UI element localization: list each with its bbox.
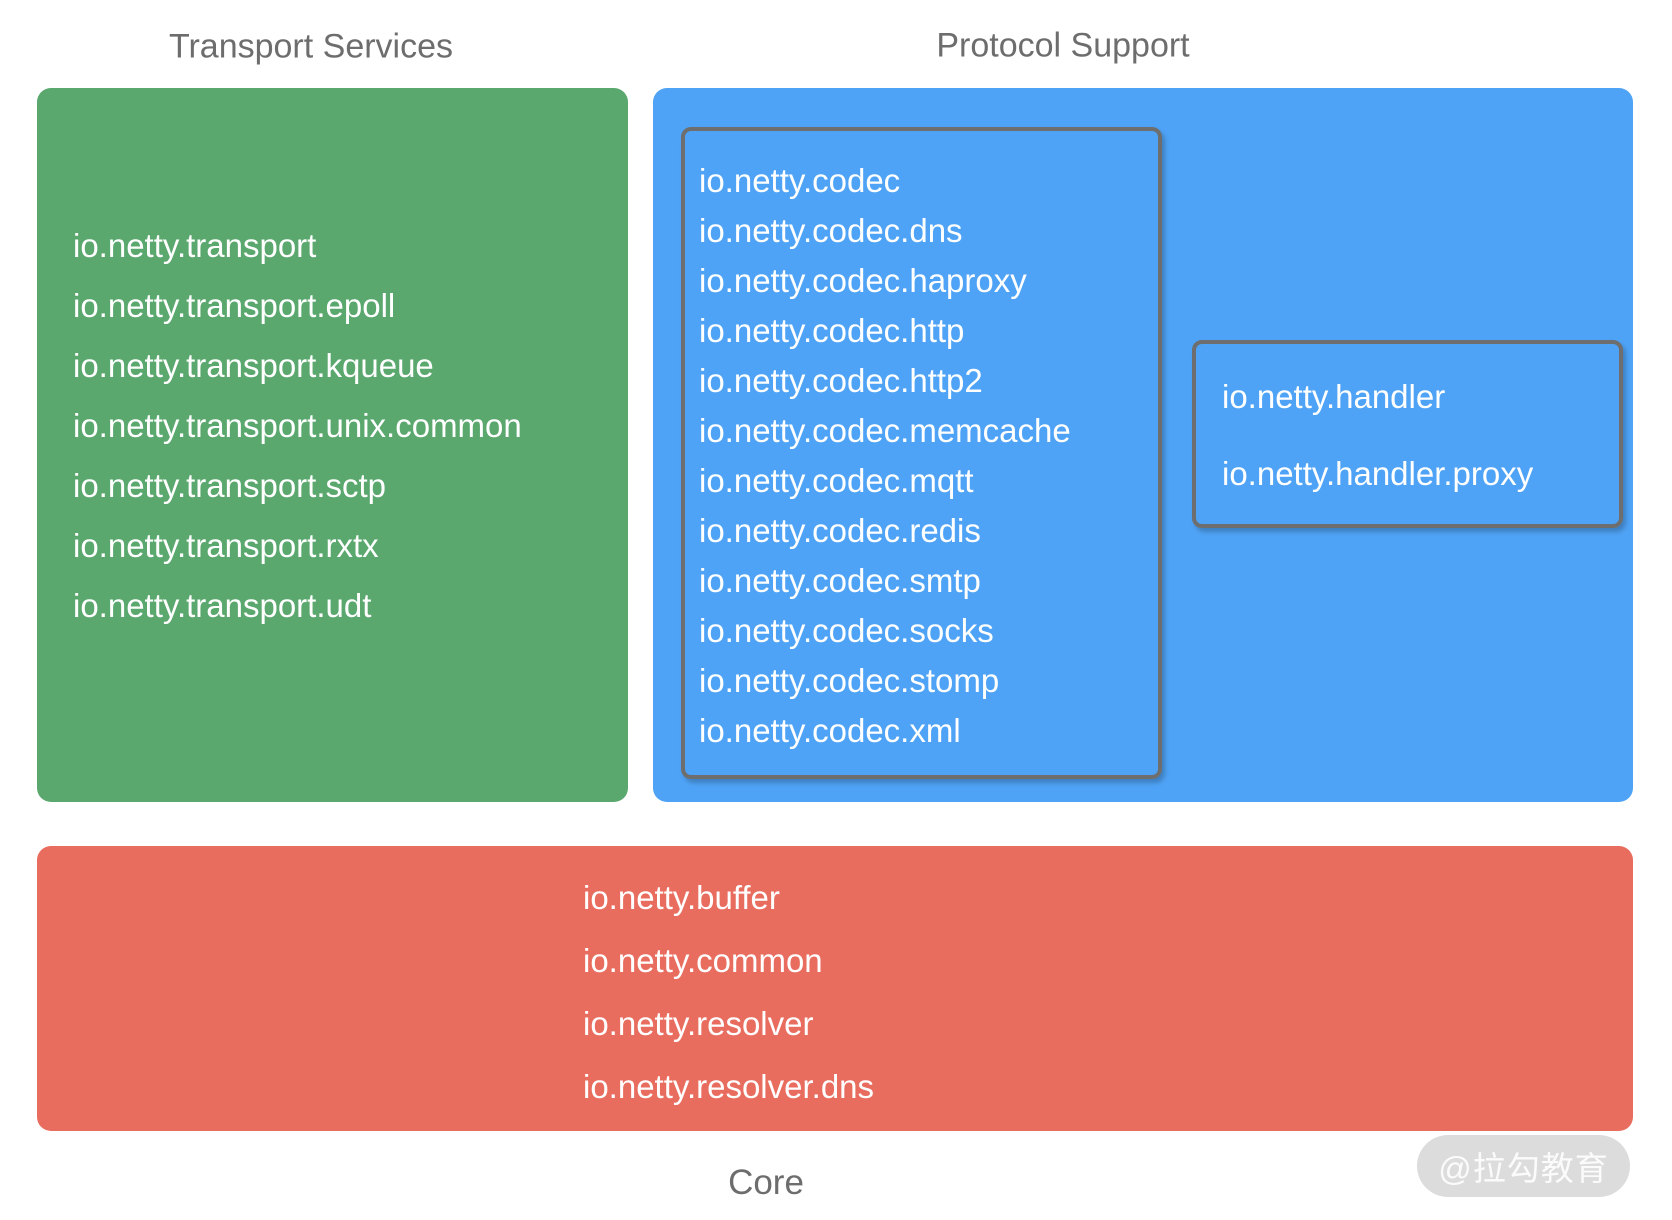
transport-services-title: Transport Services (168, 27, 454, 66)
core-package-list: io.netty.buffer io.netty.common io.netty.r… (37, 846, 1633, 1118)
package-item: io.netty.codec.http2 (699, 362, 983, 399)
package-item: io.netty.buffer (583, 879, 780, 916)
package-item: io.netty.resolver.dns (583, 1068, 875, 1105)
codec-package-list: io.netty.codec io.netty.codec.dns io.netty… (685, 131, 1158, 756)
protocol-support-title: Protocol Support (936, 26, 1190, 65)
package-item: io.netty.codec.mqtt (699, 462, 974, 499)
core-box: io.netty.buffer io.netty.common io.netty.r… (37, 846, 1633, 1131)
package-item: io.netty.transport.kqueue (73, 347, 434, 384)
package-item: io.netty.handler (1222, 378, 1446, 415)
package-item: io.netty.codec.memcache (699, 412, 1071, 449)
codec-packages-box: io.netty.codec io.netty.codec.dns io.netty… (681, 127, 1162, 779)
package-item: io.netty.codec.xml (699, 712, 961, 749)
package-item: io.netty.transport.epoll (73, 287, 396, 324)
handler-packages-box: io.netty.handler io.netty.handler.proxy (1192, 340, 1623, 528)
watermark-badge: @拉勾教育 (1417, 1135, 1630, 1197)
package-item: io.netty.transport.udt (73, 587, 372, 624)
package-item: io.netty.codec.stomp (699, 662, 1000, 699)
core-title: Core (728, 1163, 804, 1202)
handler-package-list: io.netty.handler io.netty.handler.proxy (1196, 344, 1619, 512)
package-item: io.netty.codec.smtp (699, 562, 981, 599)
package-item: io.netty.resolver (583, 1005, 814, 1042)
package-item: io.netty.codec.http (699, 312, 965, 349)
protocol-support-box: io.netty.codec io.netty.codec.dns io.netty… (653, 88, 1633, 802)
package-item: io.netty.handler.proxy (1222, 455, 1534, 492)
package-item: io.netty.codec.socks (699, 612, 994, 649)
transport-services-box: io.netty.transport io.netty.transport.epo… (37, 88, 628, 802)
package-item: io.netty.codec.dns (699, 212, 963, 249)
package-item: io.netty.transport.rxtx (73, 527, 379, 564)
package-item: io.netty.transport (73, 227, 317, 264)
package-item: io.netty.codec.redis (699, 512, 981, 549)
package-item: io.netty.common (583, 942, 823, 979)
transport-package-list: io.netty.transport io.netty.transport.epo… (37, 88, 628, 636)
package-item: io.netty.codec.haproxy (699, 262, 1027, 299)
package-item: io.netty.codec (699, 162, 901, 199)
package-item: io.netty.transport.unix.common (73, 407, 522, 444)
package-item: io.netty.transport.sctp (73, 467, 387, 504)
